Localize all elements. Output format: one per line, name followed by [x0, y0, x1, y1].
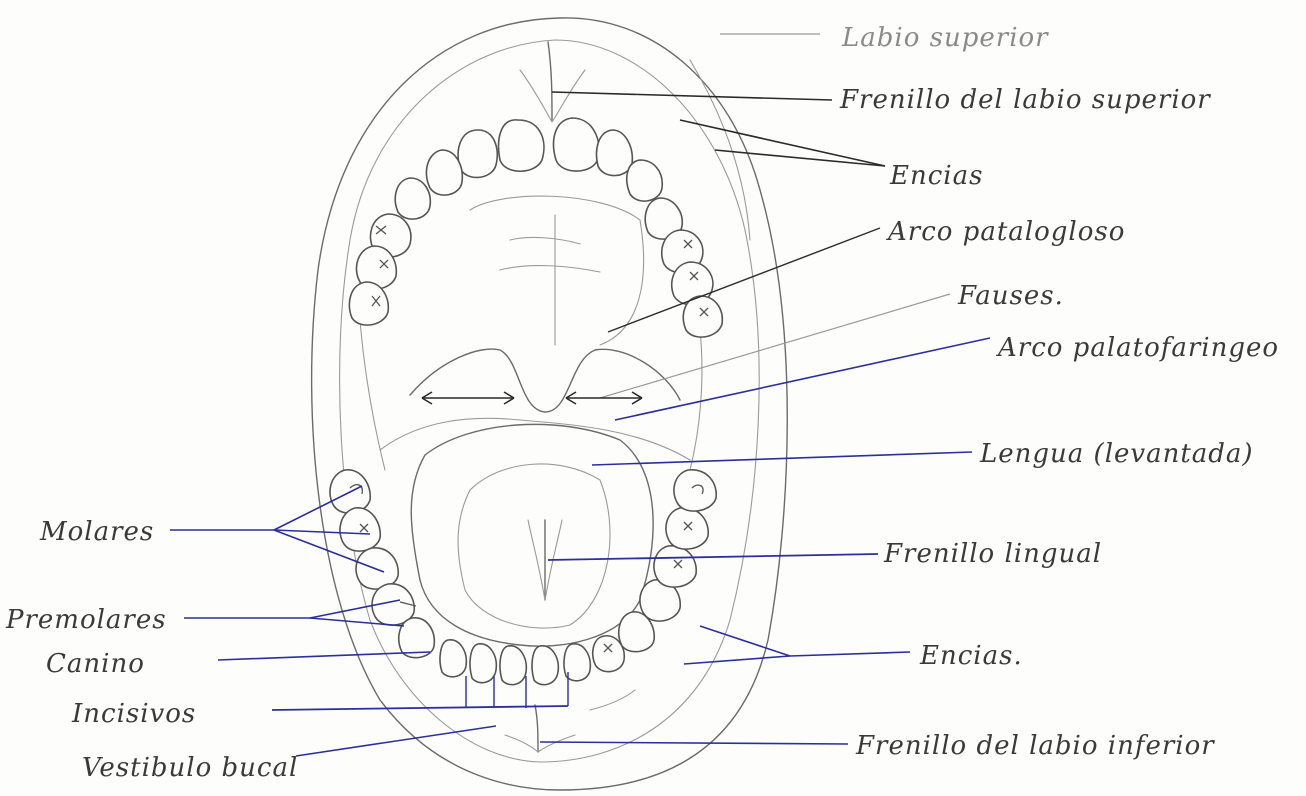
leader-incisivos	[272, 706, 568, 710]
leader-canino	[218, 652, 430, 660]
leader-encias-bottom-1	[700, 626, 790, 656]
leader-vestibulo-bucal	[296, 726, 496, 756]
leader-encias-bottom-3	[790, 652, 910, 656]
label-premolares: Premolares	[5, 605, 167, 635]
label-vestibulo-bucal: Vestibulo bucal	[82, 753, 298, 783]
leader-fauces	[600, 294, 950, 398]
label-frenillo-lingual: Frenillo lingual	[883, 539, 1102, 569]
label-fauces: Fauses.	[957, 281, 1064, 311]
label-molares: Molares	[39, 517, 154, 547]
label-frenillo-labio-inferior: Frenillo del labio inferior	[855, 731, 1215, 761]
label-lengua: Lengua (levantada)	[979, 439, 1254, 469]
leader-encias-bottom-2	[684, 656, 790, 664]
leader-encias-top-2	[715, 150, 885, 166]
labels: Labio superior Frenillo del labio superi…	[5, 23, 1279, 783]
label-labio-superior: Labio superior	[841, 23, 1049, 53]
leader-arco-palatofaringeo	[615, 338, 990, 420]
leader-frenillo-labio-inferior	[540, 742, 848, 744]
label-canino: Canino	[46, 649, 145, 679]
leader-frenillo-labio-superior	[552, 92, 832, 100]
leader-frenillo-lingual	[548, 554, 878, 560]
label-arco-palatogloso: Arco patalogloso	[886, 217, 1125, 247]
leader-arco-palatogloso	[608, 228, 880, 332]
lower-teeth	[330, 470, 716, 685]
label-encias-bottom: Encias.	[919, 641, 1023, 671]
label-arco-palatofaringeo: Arco palatofaringeo	[996, 333, 1279, 363]
label-incisivos: Incisivos	[71, 699, 196, 729]
upper-teeth	[349, 118, 722, 337]
label-encias-top: Encias	[889, 161, 983, 191]
label-frenillo-labio-superior: Frenillo del labio superior	[839, 85, 1211, 115]
leader-lengua	[592, 452, 972, 465]
